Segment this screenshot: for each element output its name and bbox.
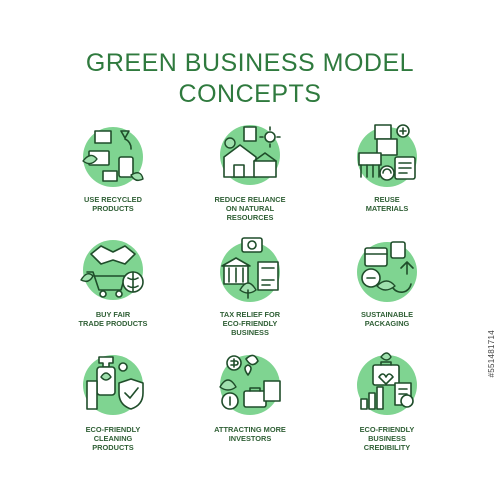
sustainable-packaging-icon — [357, 241, 417, 302]
concept-card: ECO-FRIENDLY CLEANING PRODUCTS — [45, 345, 181, 460]
concept-card: REDUCE RELIANCE ON NATURAL RESOURCES — [182, 115, 318, 230]
concept-label: ATTRACTING MORE INVESTORS — [214, 425, 286, 443]
concept-card: ATTRACTING MORE INVESTORS — [182, 345, 318, 460]
concept-label: SUSTAINABLE PACKAGING — [360, 310, 413, 328]
concept-label: REDUCE RELIANCE ON NATURAL RESOURCES — [214, 195, 286, 222]
title-line-2: CONCEPTS — [178, 80, 322, 108]
concept-card: TAX RELIEF FOR ECO-FRIENDLY BUSINESS — [182, 230, 318, 345]
concept-card: SUSTAINABLE PACKAGING — [319, 230, 455, 345]
concept-card: BUY FAIR TRADE PRODUCTS — [45, 230, 181, 345]
credibility-icon — [357, 352, 417, 415]
concept-label: BUY FAIR TRADE PRODUCTS — [78, 310, 148, 328]
title-line-1: GREEN BUSINESS MODEL — [85, 49, 415, 77]
investors-icon — [219, 354, 281, 415]
concept-label: TAX RELIEF FOR ECO-FRIENDLY BUSINESS — [219, 310, 281, 337]
concepts-grid: USE RECYCLED PRODUCTS REDUCE RELIANCE ON… — [45, 115, 455, 460]
concept-label: USE RECYCLED PRODUCTS — [84, 195, 142, 213]
stock-id: #551481714 — [487, 330, 496, 378]
concept-card: ECO-FRIENDLY BUSINESS CREDIBILITY — [319, 345, 455, 460]
fair-trade-icon — [80, 240, 144, 300]
tax-relief-icon — [220, 237, 280, 302]
concept-card: REUSE MATERIALS — [319, 115, 455, 230]
reuse-materials-icon — [357, 124, 417, 187]
concept-label: REUSE MATERIALS — [365, 195, 409, 213]
concept-label: ECO-FRIENDLY CLEANING PRODUCTS — [85, 425, 141, 452]
page-title: GREEN BUSINESS MODEL CONCEPTS — [0, 48, 500, 110]
concept-label: ECO-FRIENDLY BUSINESS CREDIBILITY — [359, 425, 415, 452]
cleaning-products-icon — [83, 355, 144, 415]
concept-card: USE RECYCLED PRODUCTS — [45, 115, 181, 230]
recycled-products-icon — [82, 127, 144, 187]
natural-resources-icon — [220, 125, 281, 185]
